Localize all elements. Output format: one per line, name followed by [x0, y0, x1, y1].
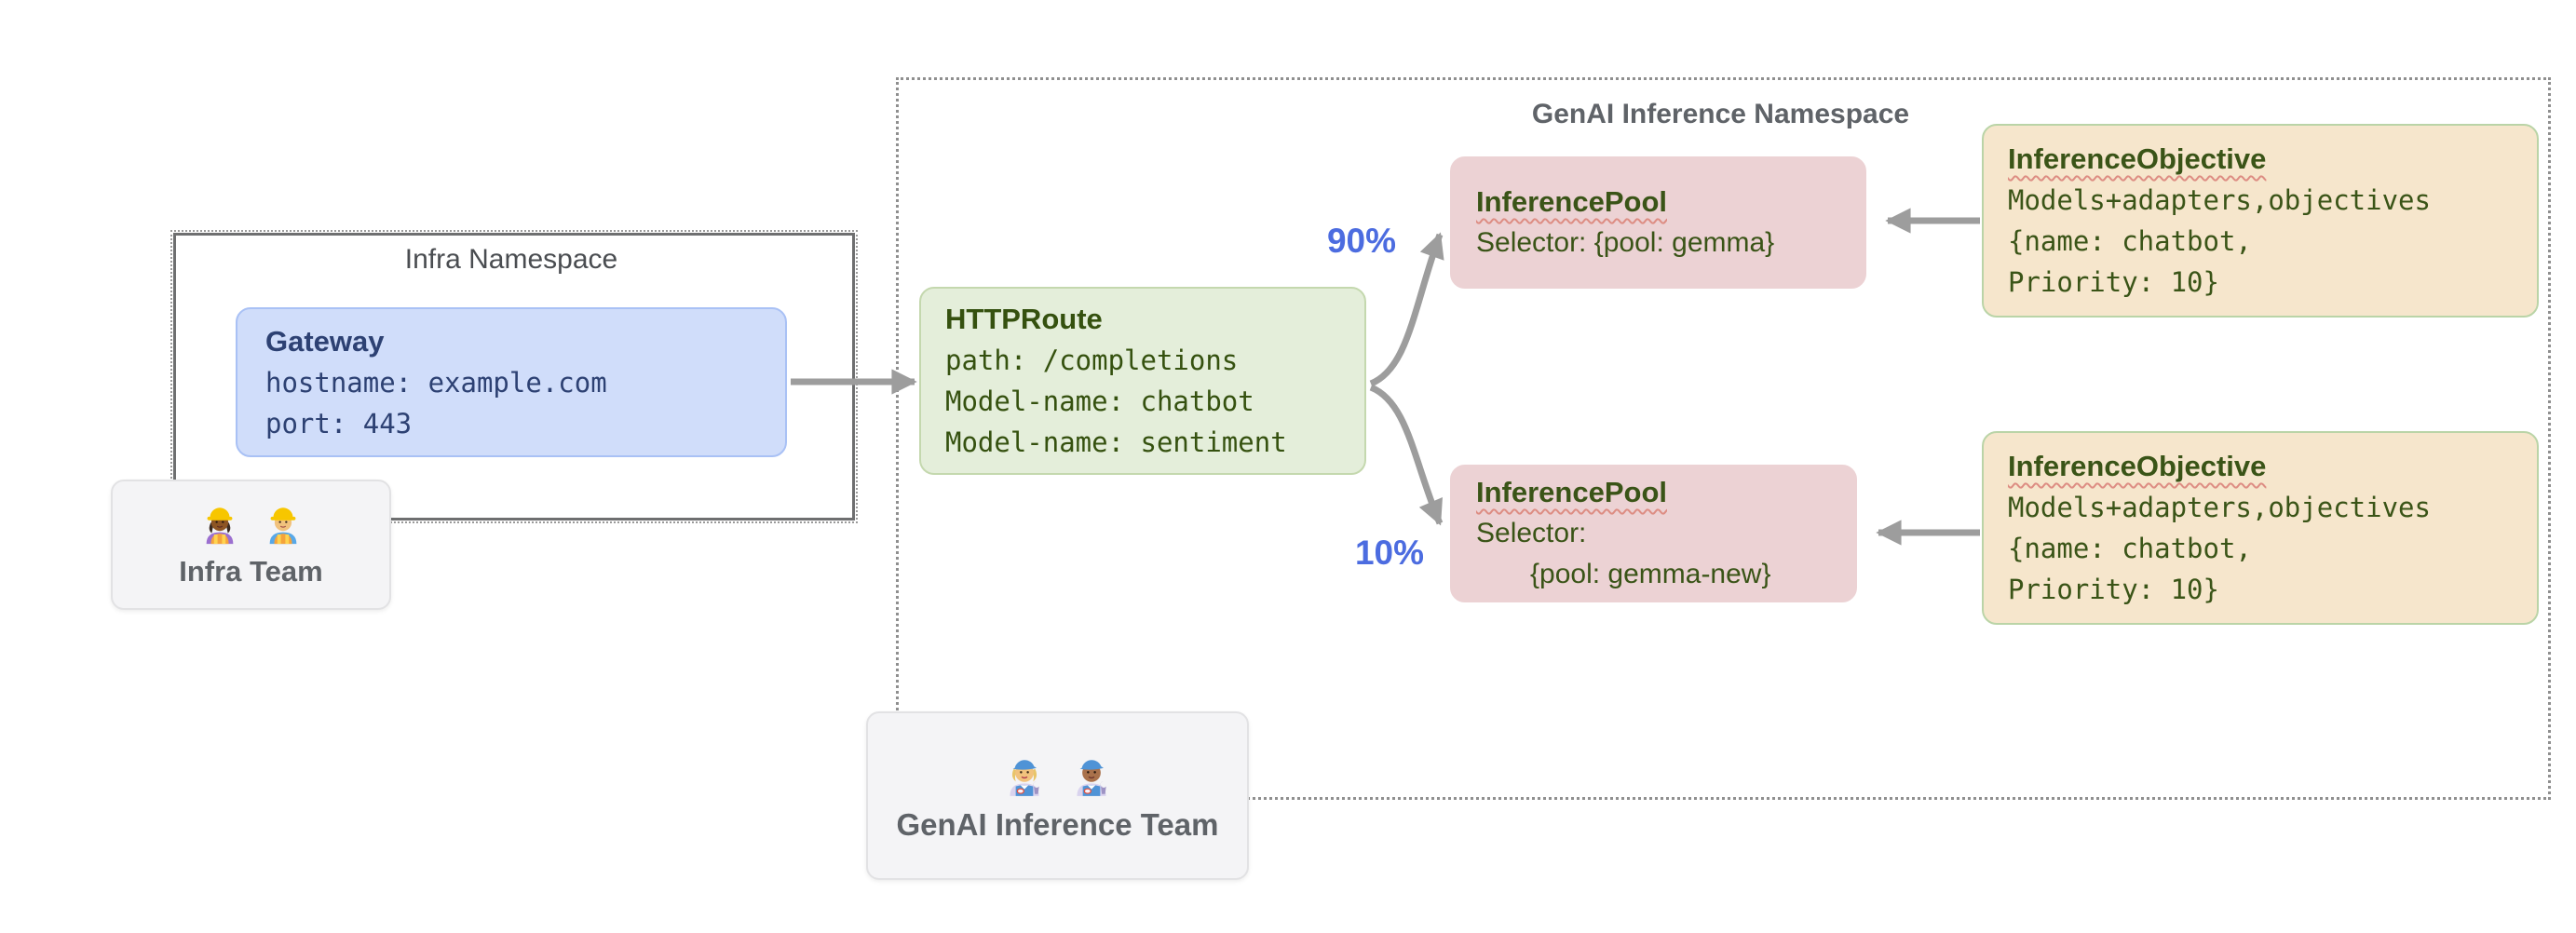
infra-namespace-title: Infra Namespace	[404, 244, 618, 275]
httproute-node: HTTPRoute path: /completions Model-name:…	[919, 287, 1366, 475]
inference-pool-top-node: InferencePool Selector: {pool: gemma}	[1450, 156, 1866, 289]
inference-objective-bottom-line2: {name: chatbot,	[2008, 533, 2252, 564]
infra-team-emojis	[198, 501, 305, 548]
inference-pool-bottom-node: InferencePool Selector: {pool: gemma-new…	[1450, 465, 1857, 602]
inference-objective-top-title: InferenceObjective	[2008, 142, 2267, 175]
construction-worker-man-icon	[269, 507, 296, 545]
construction-worker-woman-icon	[206, 507, 233, 545]
gateway-title: Gateway	[265, 324, 385, 358]
inference-objective-bottom-line1: Models+adapters,objectives	[2008, 492, 2431, 523]
inference-pool-bottom-title: InferencePool	[1476, 476, 1667, 508]
gateway-port: port: 443	[265, 407, 413, 439]
genai-team-card: GenAI Inference Team	[866, 711, 1249, 880]
genai-team-label: GenAI Inference Team	[896, 806, 1219, 842]
inference-objective-bottom-title: InferenceObjective	[2008, 450, 2267, 482]
gateway-node: Gateway hostname: example.com port: 443	[236, 307, 787, 457]
inference-pool-top-selector: Selector: {pool: gemma}	[1476, 227, 1775, 258]
genai-namespace-box	[896, 77, 2551, 800]
httproute-model-1: Model-name: chatbot	[945, 385, 1254, 417]
infra-namespace-box	[170, 230, 858, 523]
httproute-model-2: Model-name: sentiment	[945, 426, 1287, 458]
httproute-path: path: /completions	[945, 345, 1239, 376]
inference-pool-bottom-selector-value: {pool: gemma-new}	[1530, 559, 1771, 589]
httproute-title: HTTPRoute	[945, 303, 1103, 335]
inference-objective-top-line1: Models+adapters,objectives	[2008, 184, 2431, 216]
inference-objective-bottom-line3: Priority: 10}	[2008, 574, 2219, 605]
genai-team-emojis	[1001, 750, 1115, 800]
inference-objective-bottom-node: InferenceObjective Models+adapters,objec…	[1982, 431, 2539, 625]
genai-namespace-title: GenAI Inference Namespace	[1531, 99, 1910, 129]
inference-objective-top-line3: Priority: 10}	[2008, 266, 2219, 298]
traffic-weight-10: 10%	[1354, 534, 1425, 572]
infra-team-label: Infra Team	[179, 555, 323, 588]
gateway-hostname: hostname: example.com	[265, 366, 607, 399]
inference-objective-top-line2: {name: chatbot,	[2008, 225, 2252, 257]
inference-pool-top-title: InferencePool	[1476, 185, 1667, 218]
inference-objective-top-node: InferenceObjective Models+adapters,objec…	[1982, 124, 2539, 318]
infra-team-card: Infra Team	[111, 480, 391, 610]
mechanic-woman-icon	[1009, 759, 1039, 796]
traffic-weight-90: 90%	[1326, 222, 1397, 260]
mechanic-man-icon	[1076, 759, 1106, 796]
inference-pool-bottom-selector: Selector:	[1476, 518, 1587, 548]
